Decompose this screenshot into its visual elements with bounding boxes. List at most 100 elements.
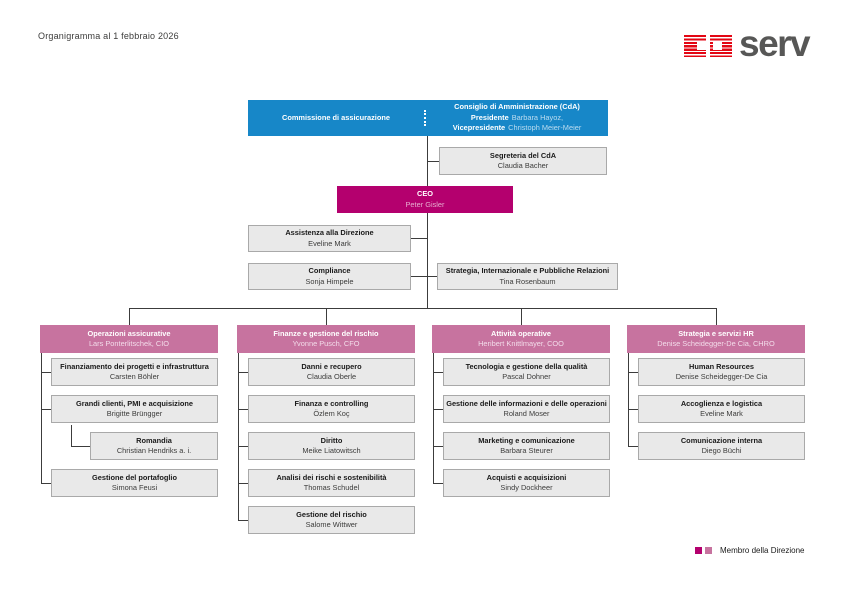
- org-box-diritto: Diritto Meike Liatowitsch: [248, 432, 415, 460]
- role-label: Vicepresidente: [452, 123, 506, 133]
- box-title: Grandi clienti, PMI e acquisizione: [75, 398, 194, 408]
- org-box-human-resources: Human Resources Denise Scheidegger-De Ci…: [638, 358, 805, 386]
- org-box-attivita-operative: Attività operative Heribert Knittlmayer,…: [432, 325, 610, 353]
- box-title: Comunicazione interna: [680, 435, 763, 445]
- box-title: Strategia e servizi HR: [678, 328, 754, 338]
- org-box-acquisti: Acquisti e acquisizioni Sindy Dockheer: [443, 469, 610, 497]
- serv-logo-icon-right: [710, 35, 732, 57]
- box-title: CEO: [416, 189, 433, 199]
- box-title: Strategia, Internazionale e Pubbliche Re…: [445, 266, 610, 276]
- box-title: Operazioni assicurative: [87, 328, 171, 338]
- connector-line: [433, 372, 443, 373]
- page-title: Organigramma al 1 febbraio 2026: [38, 31, 179, 41]
- serv-logo-icons: [684, 35, 732, 57]
- connector-line: [41, 353, 42, 483]
- box-person: Salome Wittwer: [305, 520, 358, 529]
- legend: Membro della Direzione: [695, 546, 804, 555]
- box-person: Claudia Bacher: [497, 161, 549, 170]
- box-person: Barbara Steurer: [500, 446, 553, 455]
- org-box-commissione: Commissione di assicurazione: [248, 100, 424, 136]
- box-person: Meike Liatowitsch: [302, 446, 361, 455]
- box-person: Pascal Dohner: [502, 372, 551, 381]
- connector-line: [628, 372, 638, 373]
- connector-line: [628, 353, 629, 446]
- role-label: Presidente: [470, 112, 509, 122]
- org-box-marketing-comunicazione: Marketing e comunicazione Barbara Steure…: [443, 432, 610, 460]
- connector-line: [238, 372, 248, 373]
- box-title: Human Resources: [689, 361, 754, 371]
- connector-line: [433, 409, 443, 410]
- box-title: Finanza e controlling: [294, 398, 369, 408]
- box-title: Gestione delle informazioni e delle oper…: [446, 398, 607, 408]
- connector-line: [411, 276, 437, 277]
- dotted-separator: [424, 110, 426, 126]
- connector-line: [427, 213, 428, 308]
- box-person: Heribert Knittlmayer, COO: [478, 339, 564, 348]
- org-box-gestione-rischio: Gestione del rischio Salome Wittwer: [248, 506, 415, 534]
- connector-line: [238, 520, 248, 521]
- connector-line: [129, 308, 717, 309]
- logo-notch: [713, 42, 722, 50]
- org-box-finanziamento-progetti: Finanziamento dei progetti e infrastrutt…: [51, 358, 218, 386]
- box-person: Claudia Oberle: [306, 372, 357, 381]
- org-box-finanze-rischio: Finanze e gestione del rischio Yvonne Pu…: [237, 325, 415, 353]
- box-title: Compliance: [308, 266, 351, 276]
- box-title: Accoglienza e logistica: [680, 398, 763, 408]
- box-title: Romandia: [136, 435, 172, 445]
- box-person: Tina Rosenbaum: [499, 276, 556, 286]
- legend-swatch-pink: [705, 547, 712, 554]
- connector-line: [41, 409, 51, 410]
- box-person: Brigitte Brüngger: [106, 409, 163, 418]
- box-person: Denise Scheidegger-De Cia: [675, 372, 768, 381]
- org-box-comunicazione-interna: Comunicazione interna Diego Büchi: [638, 432, 805, 460]
- box-person: Lars Ponterlitschek, CIO: [88, 339, 170, 348]
- box-title: Consiglio di Amministrazione (CdA): [454, 101, 580, 111]
- connector-line: [326, 308, 327, 325]
- box-person: Eveline Mark: [700, 409, 743, 418]
- org-box-tecnologia-qualita: Tecnologia e gestione della qualità Pasc…: [443, 358, 610, 386]
- box-title: Finanze e gestione del rischio: [273, 328, 379, 338]
- legend-swatch-magenta: [695, 547, 702, 554]
- serv-logo-wordmark: serv: [739, 23, 811, 64]
- connector-line: [238, 446, 248, 447]
- box-title: Gestione del rischio: [296, 509, 367, 519]
- connector-line: [521, 308, 522, 325]
- connector-line: [41, 483, 51, 484]
- box-title: Commissione di assicurazione: [281, 112, 391, 122]
- logo-notch: [697, 42, 706, 50]
- connector-line: [238, 409, 248, 410]
- org-box-gestione-informazioni: Gestione delle informazioni e delle oper…: [443, 395, 610, 423]
- box-title: Attività operative: [491, 328, 551, 338]
- org-box-compliance: Compliance Sonja Himpele: [248, 263, 411, 290]
- box-title: Finanziamento dei progetti e infrastrutt…: [60, 361, 209, 371]
- connector-line: [433, 483, 443, 484]
- connector-line: [238, 483, 248, 484]
- org-box-ceo: CEO Peter Gisler: [337, 186, 513, 213]
- box-title: Danni e recupero: [301, 361, 362, 371]
- org-box-finanza-controlling: Finanza e controlling Özlem Koç: [248, 395, 415, 423]
- connector-line: [41, 372, 51, 373]
- serv-logo-icon-left: [684, 35, 706, 57]
- box-person: Peter Gisler: [405, 199, 445, 209]
- box-person: Sonja Himpele: [305, 276, 354, 286]
- org-box-analisi-rischi: Analisi dei rischi e sostenibilità Thoma…: [248, 469, 415, 497]
- box-title: Segreteria del CdA: [489, 150, 557, 160]
- box-person: Christian Hendriks a. i.: [116, 446, 192, 455]
- box-person: Sindy Dockheer: [500, 483, 553, 492]
- legend-label: Membro della Direzione: [720, 546, 805, 555]
- box-title: Diritto: [320, 435, 343, 445]
- org-box-romandia: Romandia Christian Hendriks a. i.: [90, 432, 218, 460]
- box-title: Acquisti e acquisizioni: [486, 472, 567, 482]
- connector-line: [716, 308, 717, 325]
- board-band: Commissione di assicurazione Consiglio d…: [248, 100, 608, 136]
- org-box-danni-recupero: Danni e recupero Claudia Oberle: [248, 358, 415, 386]
- box-person: Carsten Böhler: [109, 372, 160, 381]
- person-name: Christoph Meier-Meier: [508, 123, 582, 133]
- connector-line: [238, 353, 239, 520]
- connector-line: [129, 308, 130, 325]
- org-box-operazioni-assicurative: Operazioni assicurative Lars Ponterlitsc…: [40, 325, 218, 353]
- box-title: Gestione del portafoglio: [92, 472, 177, 482]
